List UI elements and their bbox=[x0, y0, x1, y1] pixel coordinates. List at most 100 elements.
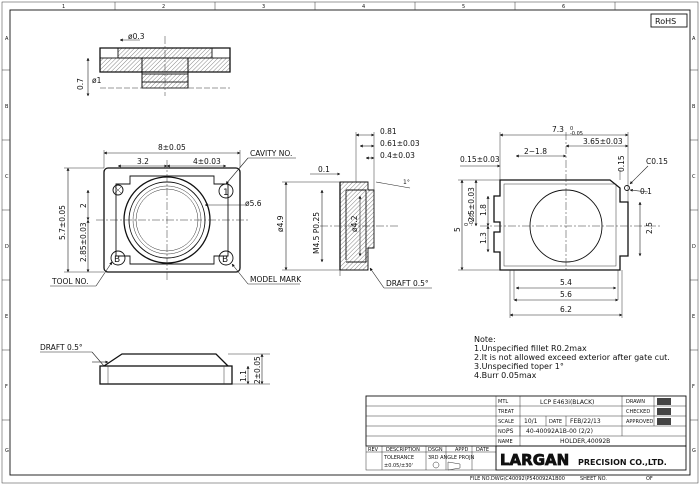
row-label-right: G bbox=[692, 448, 696, 454]
dim-dia-56: ø5.6 bbox=[245, 199, 262, 208]
title-block: MTL LCP E463i(BLACK) TREAT SCALE 10/1 DA… bbox=[365, 395, 687, 482]
tb-dsgn: DSGN bbox=[428, 447, 443, 453]
tb-name: HOLDER,40092B bbox=[560, 438, 610, 445]
tool-letter: B bbox=[114, 255, 120, 265]
tb-date-label: DATE bbox=[549, 419, 562, 425]
tb-angle-label: 3RD ANGLE PROJN bbox=[428, 455, 475, 461]
tb-tolerance: ±0.05/±30' bbox=[384, 463, 413, 469]
dim-081: 0.81 bbox=[380, 127, 397, 136]
dim-015a: 0.15±0.03 bbox=[460, 155, 500, 164]
tb-name-label: NAME bbox=[498, 439, 513, 445]
dim-73-tol: 0-0.05 bbox=[570, 126, 583, 137]
tb-date: FEB/22/13 bbox=[570, 418, 601, 425]
dim-32: 3.2 bbox=[137, 157, 149, 166]
notes: Note: 1.Unspecified fillet R0.2max 2.It … bbox=[474, 335, 670, 380]
dim-01: 0.1 bbox=[318, 165, 330, 174]
side-view: 7.3 0-0.05 3.65±0.03 2−1.8 0.15±0.03 0.1… bbox=[453, 125, 668, 318]
dim-dia-42: ø4.2 bbox=[350, 215, 359, 232]
dim-73: 7.3 bbox=[552, 125, 564, 134]
dim-13: 1.3 bbox=[479, 232, 488, 244]
cavity-digit: 1 bbox=[223, 188, 229, 198]
draft-label: DRAFT 0.5° bbox=[386, 279, 429, 288]
col-label: 3 bbox=[262, 4, 265, 10]
cavity-no-label: CAVITY NO. bbox=[250, 149, 292, 158]
tb-date-col: DATE bbox=[476, 447, 489, 453]
dim-285: 2.85±0.03 bbox=[79, 222, 88, 262]
row-label-right: B bbox=[692, 104, 696, 110]
rohs-label: RoHS bbox=[655, 17, 676, 26]
tb-no: 40-40092A1B-00 (2/2) bbox=[526, 428, 593, 435]
thread-label: M4.5 P0.25 bbox=[312, 212, 321, 254]
row-label-right: A bbox=[692, 36, 696, 42]
tb-description: DESCRIPTION bbox=[386, 447, 420, 453]
dim-c015: C0.15 bbox=[646, 157, 668, 166]
row-label: E bbox=[5, 314, 8, 320]
dim-365: 3.65±0.03 bbox=[583, 137, 623, 146]
dim-angle: 1° bbox=[403, 179, 410, 186]
tb-scale-label: SCALE bbox=[498, 419, 514, 425]
dim-07: 0.7 bbox=[76, 78, 85, 90]
row-label: A bbox=[5, 36, 9, 42]
tb-rev: REV bbox=[368, 447, 379, 453]
col-label: 1 bbox=[62, 4, 65, 10]
dim-25b: 2.5 bbox=[645, 222, 654, 234]
dim-04: 0.4±0.03 bbox=[380, 151, 415, 160]
tb-mtl-label: MTL bbox=[498, 399, 508, 405]
row-label: D bbox=[5, 244, 9, 250]
note-line: 1.Unspecified fillet R0.2max bbox=[474, 344, 587, 353]
rohs-badge: RoHS bbox=[650, 13, 688, 28]
tb-approved: APPROVED bbox=[626, 419, 653, 425]
dim-01-side: 0.1 bbox=[640, 187, 652, 196]
dim-dia-49: ø4.9 bbox=[276, 215, 285, 232]
tb-file-no: FILE NO.DWG\C40092\P540092A1B00 bbox=[470, 476, 565, 482]
row-label-right: E bbox=[692, 314, 695, 320]
row-label: C bbox=[5, 174, 9, 180]
checked-stamp bbox=[657, 408, 671, 415]
col-label: 2 bbox=[162, 4, 165, 10]
row-label: F bbox=[5, 384, 8, 390]
dim-height-57: 5.7±0.05 bbox=[58, 205, 67, 240]
col-label: 4 bbox=[362, 4, 365, 10]
dim-18: 1.8 bbox=[479, 204, 488, 216]
top-profile-view: ø0.3 0.7 ø1 bbox=[76, 32, 231, 97]
row-label: G bbox=[5, 448, 9, 454]
notes-title: Note: bbox=[474, 335, 496, 344]
row-label: B bbox=[5, 104, 9, 110]
tb-unit: PS bbox=[506, 428, 514, 435]
dim-5-tol: 0-0.05 bbox=[464, 213, 475, 226]
dim-dia-1: ø1 bbox=[92, 76, 102, 85]
dim-dia-03: ø0.3 bbox=[128, 32, 145, 41]
tb-drawn: DRAWN bbox=[626, 399, 645, 405]
border-ticks bbox=[2, 2, 698, 421]
approved-stamp bbox=[657, 418, 671, 425]
dim-54: 5.4 bbox=[560, 278, 572, 287]
tb-appd: APPD bbox=[455, 447, 468, 453]
company-suffix: PRECISION CO.,LTD. bbox=[578, 458, 667, 467]
front-view: 1 B B 8±0.05 3.2 4±0.03 5.7±0.05 2 2.85±… bbox=[50, 143, 302, 287]
row-label-right: D bbox=[692, 244, 696, 250]
dim-2: 2 bbox=[79, 203, 88, 208]
dim-2-bottom: 2±0.05 bbox=[253, 356, 262, 384]
model-mark-label: MODEL MARK bbox=[250, 275, 302, 284]
dim-25a: 2.5±0.03 bbox=[467, 187, 476, 222]
dim-width-8: 8±0.05 bbox=[158, 143, 186, 152]
dim-015b: 0.15 bbox=[617, 155, 626, 172]
dim-11: 1.1 bbox=[239, 370, 248, 382]
section-view: 0.81 0.61±0.03 0.4±0.03 0.1 1° ø4.9 M4.5… bbox=[276, 127, 432, 289]
tb-mtl: LCP E463i(BLACK) bbox=[540, 399, 594, 406]
note-line: 2.It is not allowed exceed exterior afte… bbox=[474, 353, 670, 362]
dim-62: 6.2 bbox=[560, 305, 572, 314]
tb-tolerance-label: TOLERANCE bbox=[383, 455, 414, 461]
tb-sheet-no: SHEET NO. bbox=[580, 476, 607, 482]
tb-treat-label: TREAT bbox=[497, 409, 515, 415]
row-label-right: F bbox=[692, 384, 695, 390]
col-label: 5 bbox=[462, 4, 465, 10]
dim-2-18: 2−1.8 bbox=[524, 147, 547, 156]
note-line: 3.Unspecified toper 1° bbox=[474, 362, 564, 371]
tb-checked: CHECKED bbox=[626, 409, 650, 415]
dim-061: 0.61±0.03 bbox=[380, 139, 420, 148]
tb-of: OF bbox=[646, 476, 653, 482]
dim-56: 5.6 bbox=[560, 290, 572, 299]
